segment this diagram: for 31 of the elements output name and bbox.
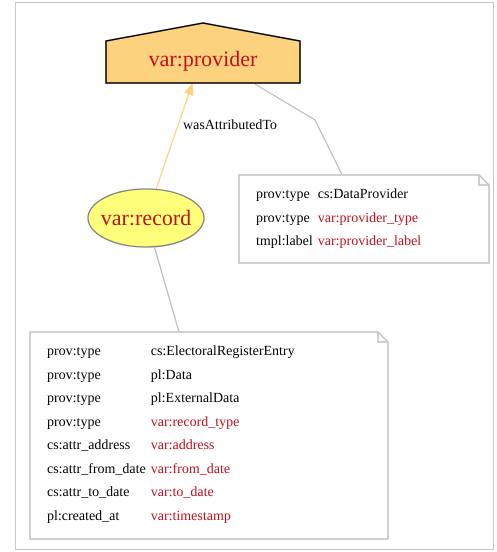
attribute-value: cs:DataProvider [318,186,409,204]
node-label: var:record [100,206,192,230]
attribute-name: cs:attr_from_date [47,460,146,478]
attribute-value: cs:ElectoralRegisterEntry [150,343,295,361]
attribute-name: cs:attr_address [47,437,132,455]
node-label: var:provider [148,47,258,71]
agent-house-shape [105,22,301,84]
attribute-value: var:record_type [150,414,240,432]
note-box [238,174,490,264]
attribute-name: prov:type [47,390,102,408]
attribute-value: var:from_date [150,460,232,478]
attribute-value: var:address [150,437,216,455]
attribute-name: tmpl:label [256,233,313,251]
arrow [156,83,194,189]
entity-ellipse [87,188,205,248]
attribute-value: var:timestamp [150,508,232,526]
attribute-value: pl:ExternalData [150,390,240,408]
attribute-value: var:to_date [150,484,215,502]
attribute-name: prov:type [256,210,311,228]
connector-line [254,83,342,174]
attribute-name: prov:type [47,366,102,384]
attribute-name: pl:created_at [47,508,120,526]
attribute-value: var:provider_label [318,233,422,251]
attribute-name: prov:type [47,343,102,361]
attribute-name: prov:type [256,186,311,204]
attribute-value: pl:Data [150,366,193,384]
connector-line [154,248,180,332]
attribute-name: cs:attr_to_date [47,484,130,502]
attribute-value: var:provider_type [318,210,420,228]
attribute-name: prov:type [47,414,102,432]
note-box [29,331,389,540]
